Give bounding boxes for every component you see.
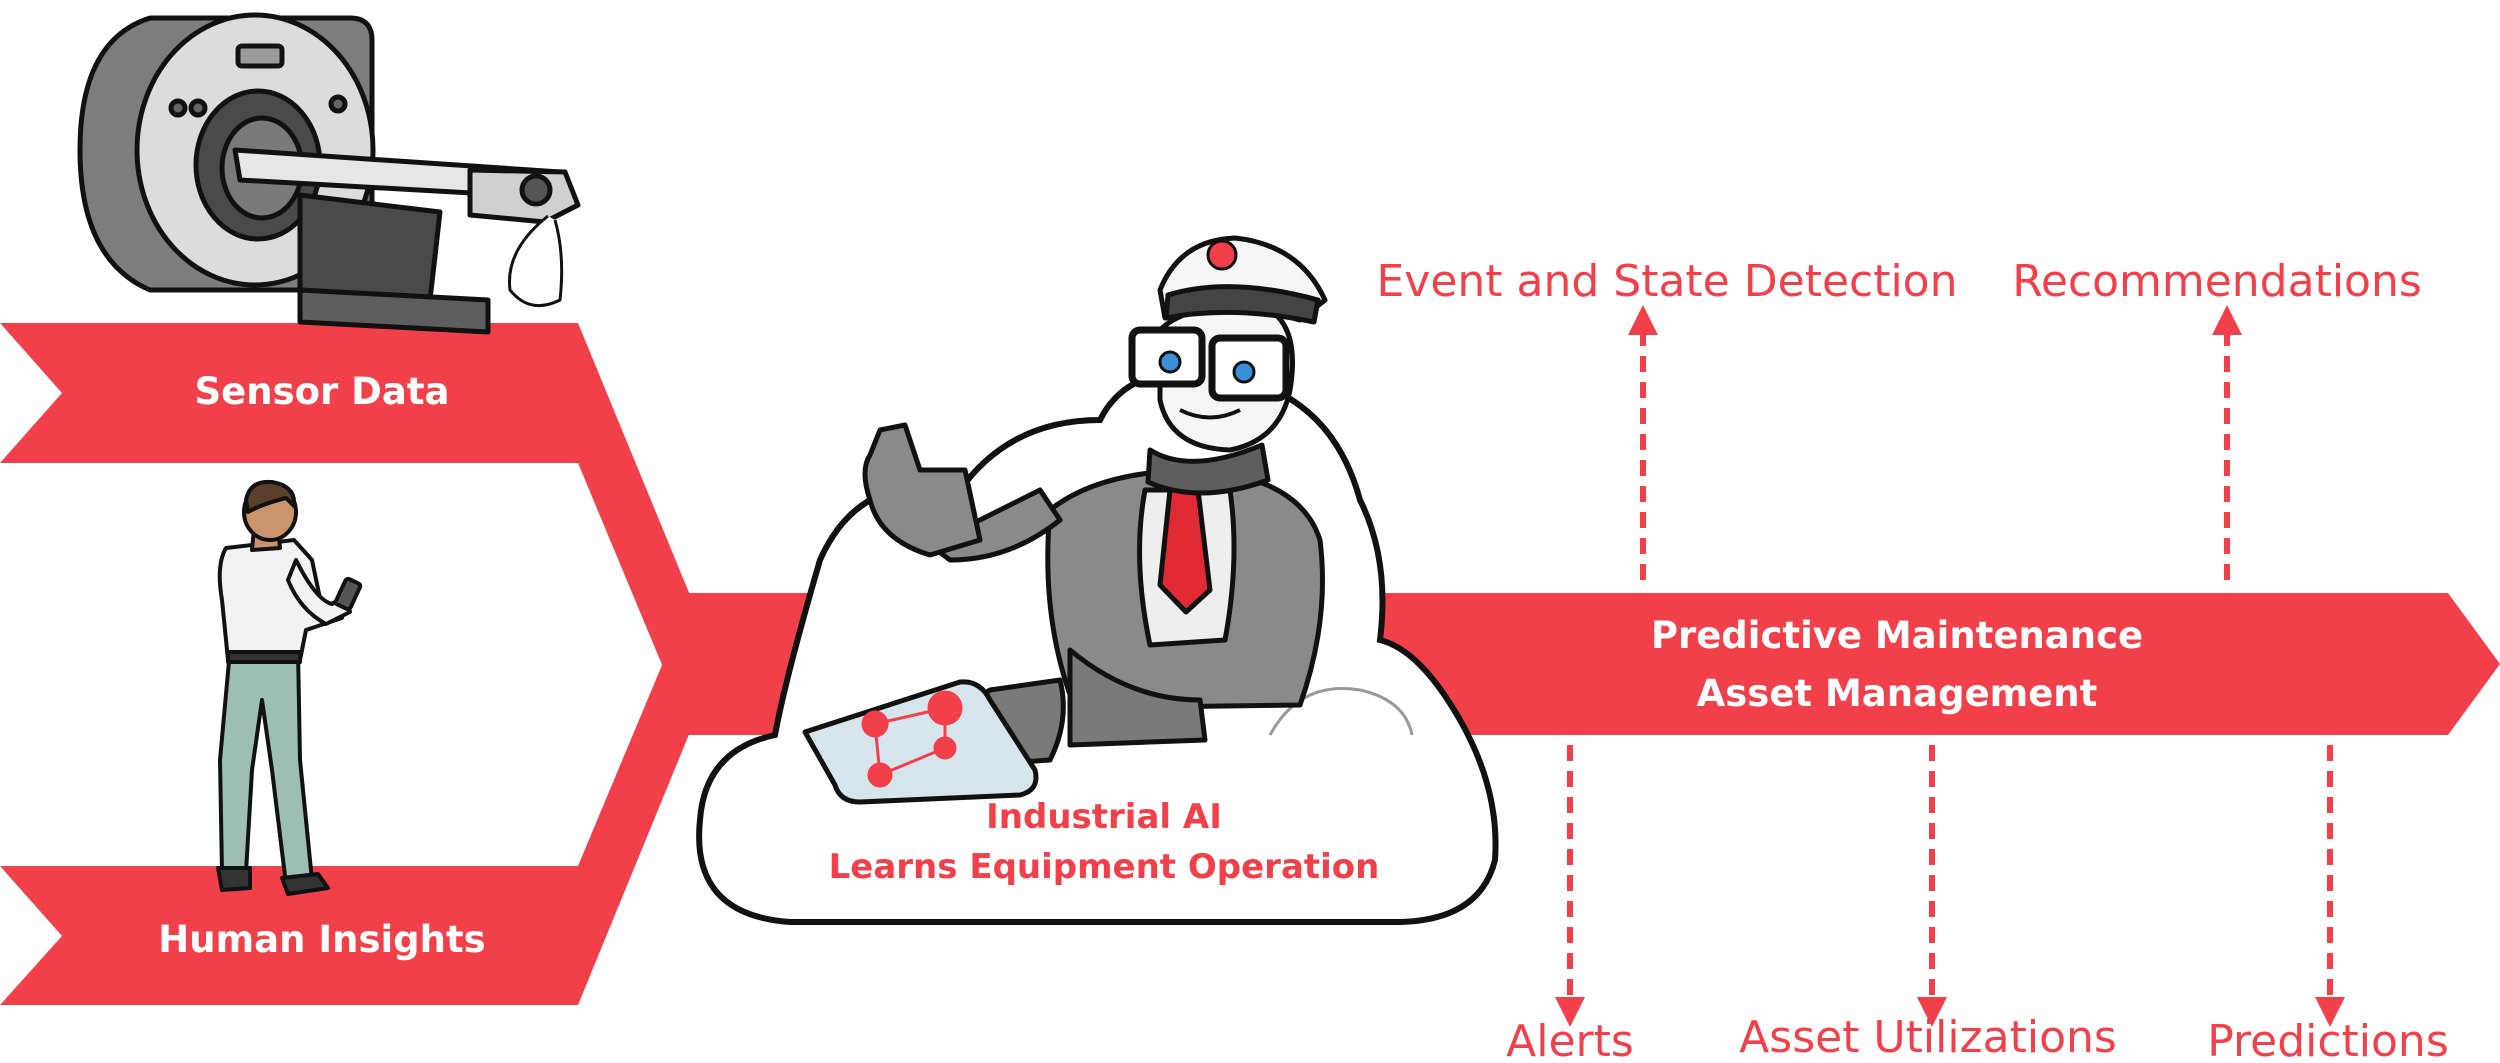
cloud-label-line2: Learns Equipment Operation	[829, 847, 1380, 887]
robot-with-tablet-icon	[802, 235, 1328, 805]
output-band	[1380, 593, 2500, 735]
event-state-detection-label: Event and State Detection	[1376, 256, 1957, 307]
output-band-line2: Asset Management	[1697, 672, 2098, 715]
asset-utilizations-label: Asset Utilizations	[1739, 1012, 2117, 1059]
output-arrows	[1555, 305, 2345, 1027]
human-insights-band	[0, 598, 690, 1005]
alerts-label: Alerts	[1506, 1016, 1634, 1059]
output-band-line1: Predictive Maintenance	[1651, 614, 2143, 657]
cloud-label-line1: Industrial AI	[986, 797, 1222, 837]
recommendations-label: Recommendations	[2012, 256, 2422, 307]
sensor-data-label: Sensor Data	[195, 370, 450, 413]
person-with-phone-icon	[216, 479, 363, 896]
cloud-inner-puff	[1268, 687, 1414, 736]
human-insights-label: Human Insights	[158, 918, 485, 961]
mri-scanner-icon	[77, 12, 581, 335]
sensor-data-band	[0, 323, 690, 732]
predictions-label: Predictions	[2207, 1016, 2449, 1059]
